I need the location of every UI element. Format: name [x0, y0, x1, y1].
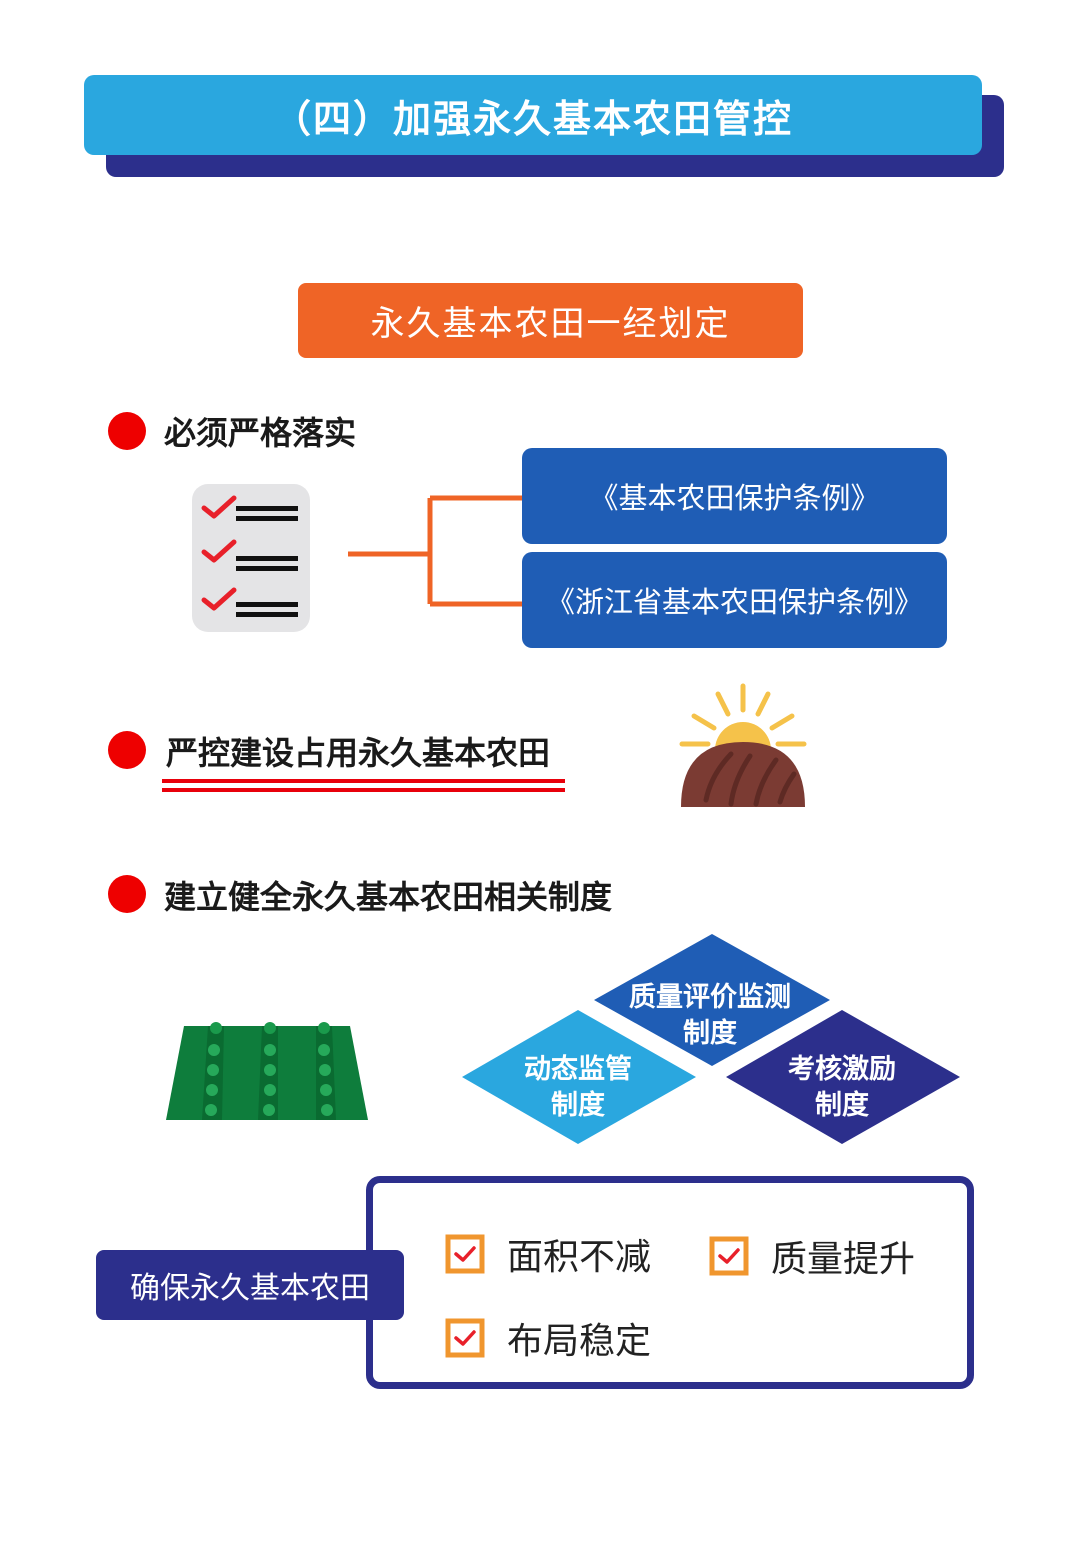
- farmland-icon: [166, 1022, 368, 1120]
- system-label-quality: 质量评价监测制度: [629, 982, 791, 1049]
- diamond-assessment-incentive: [726, 1010, 960, 1144]
- checkbox-checked-icon: [709, 1236, 749, 1276]
- bracket-connector: [348, 495, 524, 607]
- diamond-dynamic-supervision: [462, 1010, 696, 1144]
- bullet-text-2: 严控建设占用永久基本农田: [166, 734, 551, 772]
- sunrise-field-icon: [679, 683, 807, 807]
- law-box-zhejiang: 《浙江省基本农田保护条例》: [522, 552, 947, 648]
- system-label-dynamic: 动态监管制度: [524, 1054, 632, 1121]
- checkbox-checked-icon: [445, 1234, 485, 1274]
- checkbox-checked-icon: [445, 1318, 485, 1358]
- page-title: （四）加强永久基本农田管控: [84, 75, 982, 155]
- bullet-text-1: 必须严格落实: [164, 414, 357, 452]
- underline-bottom: [162, 788, 565, 792]
- ensure-item-label: 面积不减: [507, 1237, 652, 1278]
- ensure-item-quality: 质量提升: [709, 1230, 915, 1282]
- ensure-item-label: 布局稳定: [507, 1321, 652, 1362]
- ensure-label: 确保永久基本农田: [96, 1250, 404, 1320]
- system-label-assessment: 考核激励制度: [788, 1054, 896, 1121]
- ensure-item-layout: 布局稳定: [445, 1312, 651, 1364]
- bullet-dot-3: [108, 875, 146, 913]
- systems-diamond-group: [462, 934, 960, 1144]
- ensure-item-label: 质量提升: [771, 1239, 916, 1280]
- bullet-dot-2: [108, 731, 146, 769]
- law-box-national: 《基本农田保护条例》: [522, 448, 947, 544]
- underline-top: [162, 779, 565, 783]
- diamond-quality-monitoring: [594, 934, 830, 1066]
- bullet-text-3: 建立健全永久基本农田相关制度: [164, 878, 613, 916]
- ensure-item-area: 面积不减: [445, 1228, 651, 1280]
- bullet-dot-1: [108, 412, 146, 450]
- checklist-icon: [192, 484, 310, 632]
- designation-tag: 永久基本农田一经划定: [298, 283, 803, 358]
